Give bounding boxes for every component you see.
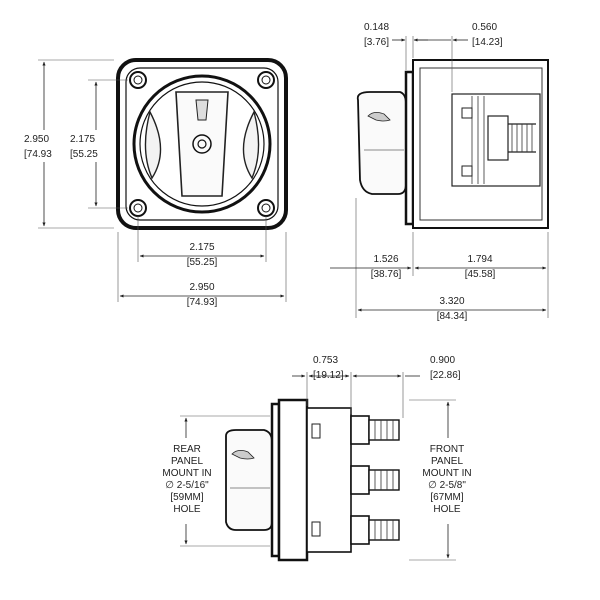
- front-width-outer-mm: [74.93]: [187, 297, 218, 308]
- knob-pointer: [195, 99, 209, 121]
- front-width-inner-mm: [55.25]: [187, 257, 218, 268]
- mount-stud-bottom: [350, 515, 400, 545]
- front-width-outer-inch: 2.950: [189, 282, 214, 293]
- front-height-inner-inch: 2.175: [70, 134, 95, 145]
- front-outer-housing: [116, 58, 288, 230]
- knob-grip-left: [144, 110, 162, 180]
- front-height-outer-inch: 2.950: [24, 134, 49, 145]
- svg-text:FRONT: FRONT: [430, 444, 464, 455]
- side-top-left-mm: [3.76]: [364, 37, 389, 48]
- side-terminal-stud: [508, 123, 536, 153]
- front-panel-label: FRONT PANEL MOUNT IN ∅ 2-5/8" [67MM] HOL…: [422, 444, 471, 515]
- mount-knob-indicator: [231, 450, 255, 460]
- side-terminal-nut: [487, 115, 509, 161]
- side-knob: [356, 91, 407, 195]
- mounting-hole-top-left: [129, 71, 147, 89]
- front-inner-housing: [125, 67, 279, 221]
- mounting-hole-top-right: [257, 71, 275, 89]
- mount-top-left-inch: 0.753: [313, 355, 338, 366]
- knob-grip-right: [242, 110, 260, 180]
- side-bottom-left-mm: [38.76]: [371, 269, 402, 280]
- svg-text:[67MM]: [67MM]: [430, 492, 464, 503]
- side-housing-inner: [419, 67, 543, 221]
- svg-text:HOLE: HOLE: [173, 504, 201, 515]
- knob-inner-ring: [139, 81, 265, 207]
- svg-text:PANEL: PANEL: [171, 456, 203, 467]
- rear-panel-label: REAR PANEL MOUNT IN ∅ 2-5/16" [59MM] HOL…: [162, 444, 211, 515]
- side-overall-inch: 3.320: [439, 296, 464, 307]
- mount-top-left-mm: [19.12]: [313, 370, 344, 381]
- mount-view: 0.753 [19.12] 0.900 [22.86] REAR PANEL M…: [162, 355, 472, 562]
- svg-text:REAR: REAR: [173, 444, 201, 455]
- knob-outer-ring: [132, 74, 272, 214]
- svg-text:HOLE: HOLE: [433, 504, 461, 515]
- side-top-left-inch: 0.148: [364, 22, 389, 33]
- front-width-inner-inch: 2.175: [189, 242, 214, 253]
- mounting-hole-bottom-left: [129, 199, 147, 217]
- svg-text:∅ 2-5/16": ∅ 2-5/16": [165, 480, 209, 491]
- knob-handle: [175, 91, 229, 197]
- side-bottom-right-inch: 1.794: [467, 254, 492, 265]
- mounting-hole-bottom-right: [257, 199, 275, 217]
- mount-stud-middle: [350, 465, 400, 495]
- side-view: 0.148 [3.76] 0.560 [14.23] 1.526 [38.76]…: [330, 22, 549, 322]
- side-bottom-right-mm: [45.58]: [465, 269, 496, 280]
- front-height-outer-mm: [74.93: [24, 149, 52, 160]
- svg-text:MOUNT IN: MOUNT IN: [422, 468, 471, 479]
- front-view: 2.950 [74.93 2.175 [55.25 2.175 [55.25] …: [22, 58, 288, 308]
- key-lock-outer: [192, 134, 212, 154]
- mount-top-right-inch: 0.900: [430, 355, 455, 366]
- svg-text:PANEL: PANEL: [431, 456, 463, 467]
- svg-text:∅ 2-5/8": ∅ 2-5/8": [428, 480, 466, 491]
- mount-knob: [225, 429, 273, 531]
- mount-body-front: [277, 398, 309, 562]
- side-top-right-inch: 0.560: [472, 22, 497, 33]
- mount-stud-top: [350, 415, 400, 445]
- svg-text:[59MM]: [59MM]: [170, 492, 204, 503]
- side-bottom-left-inch: 1.526: [373, 254, 398, 265]
- side-flange: [404, 70, 415, 226]
- front-height-inner-mm: [55.25: [70, 149, 98, 160]
- mount-top-right-mm: [22.86]: [430, 370, 461, 381]
- side-overall-mm: [84.34]: [437, 311, 468, 322]
- key-lock-center: [197, 139, 207, 149]
- svg-text:MOUNT IN: MOUNT IN: [162, 468, 211, 479]
- side-top-right-mm: [14.23]: [472, 37, 503, 48]
- side-knob-indicator: [367, 112, 391, 122]
